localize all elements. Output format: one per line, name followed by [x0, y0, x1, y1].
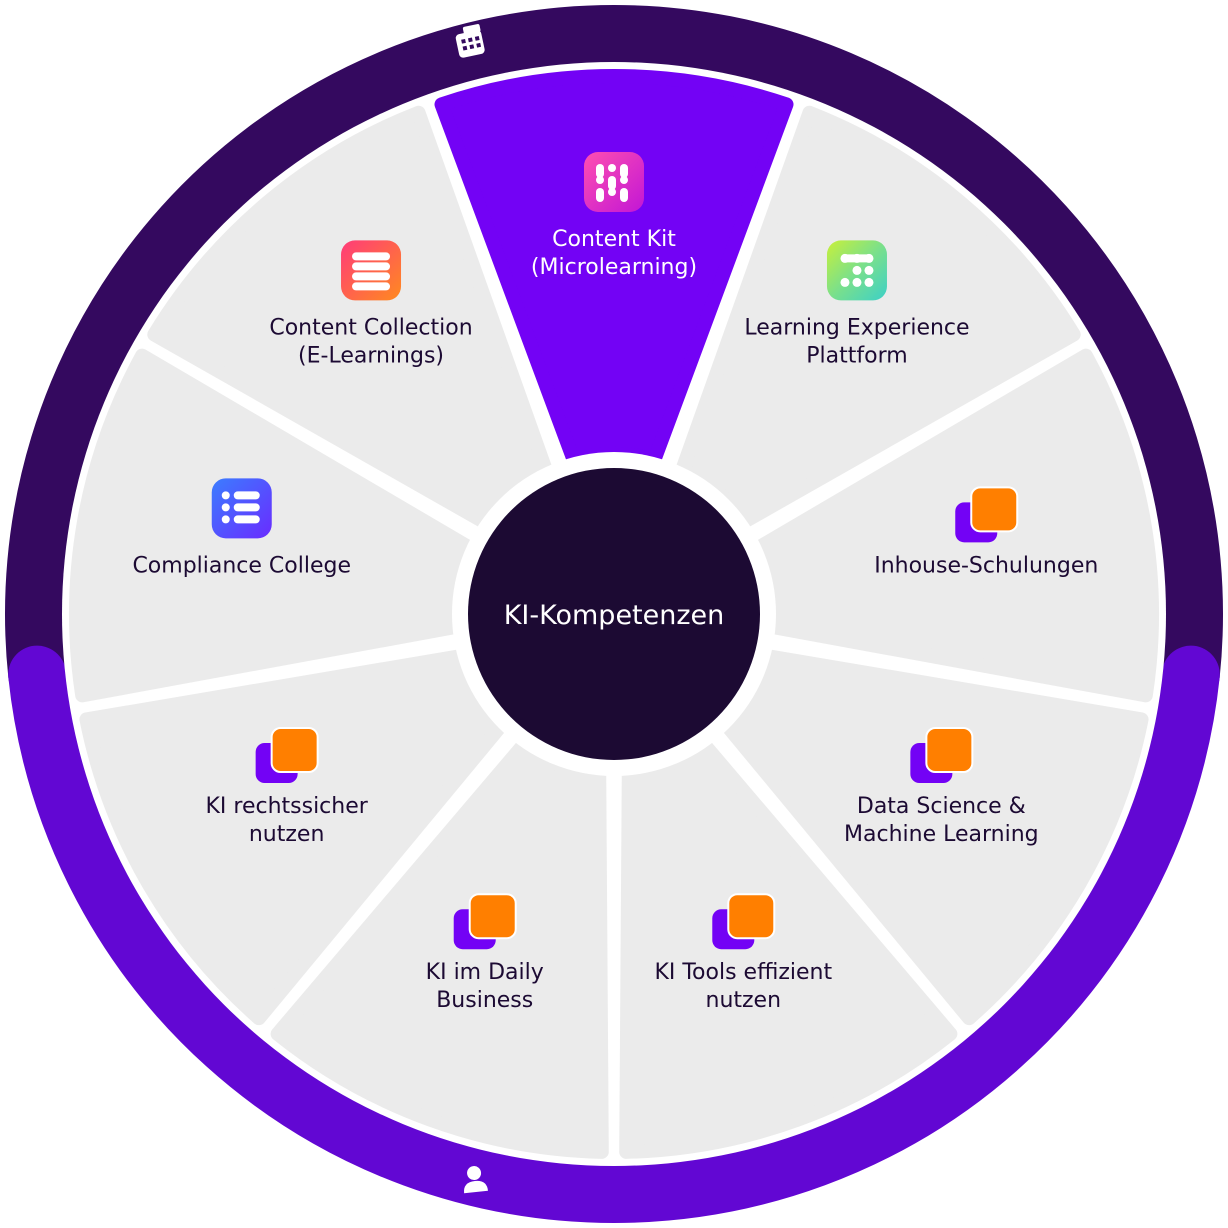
- segment-label: Content Collection: [269, 315, 472, 340]
- segment-label: Machine Learning: [844, 822, 1039, 847]
- segment-label: Inhouse-Schulungen: [874, 553, 1098, 578]
- center-title: KI-Kompetenzen: [504, 600, 725, 631]
- segment-label: nutzen: [706, 988, 782, 1013]
- seminar-icon: [255, 727, 319, 783]
- compliance-app-icon: [211, 478, 272, 539]
- content-collection-app-icon: [341, 240, 402, 301]
- segment-ki-tools[interactable]: KI Tools effizient nutzen: [619, 738, 958, 1159]
- segment-compliance-college[interactable]: Compliance College: [69, 348, 476, 703]
- ring-seminare-trainings: [8, 645, 1220, 1223]
- segment-label: Content Kit: [552, 227, 676, 252]
- seminar-icon: [453, 893, 517, 950]
- lxp-app-icon: [826, 240, 887, 301]
- segment-label: Business: [436, 988, 533, 1013]
- segment-label: (Microlearning): [531, 255, 697, 280]
- ring-fuer-unternehmen: [5, 5, 1223, 704]
- seminar-icon: [712, 893, 776, 950]
- person-icon: [464, 1166, 488, 1194]
- segment-label: Compliance College: [132, 553, 351, 578]
- seminar-icon: [910, 727, 974, 783]
- segment-label: KI rechtssicher: [205, 794, 368, 819]
- segment-label: Data Science &: [857, 794, 1026, 819]
- segment-label: KI Tools effizient: [654, 960, 832, 985]
- building-icon: [455, 24, 485, 58]
- seminar-icon: [955, 486, 1019, 543]
- center-circle: [468, 468, 760, 760]
- segment-label: Learning Experience: [744, 315, 969, 340]
- segment-data-science[interactable]: Data Science & Machine Learning: [720, 649, 1149, 1026]
- segment-label: nutzen: [249, 822, 325, 847]
- segment-label: (E-Learnings): [298, 343, 444, 368]
- content-kit-app-icon: [584, 152, 644, 212]
- segment-label: KI im Daily: [426, 960, 544, 985]
- segment-label: Plattform: [806, 343, 907, 368]
